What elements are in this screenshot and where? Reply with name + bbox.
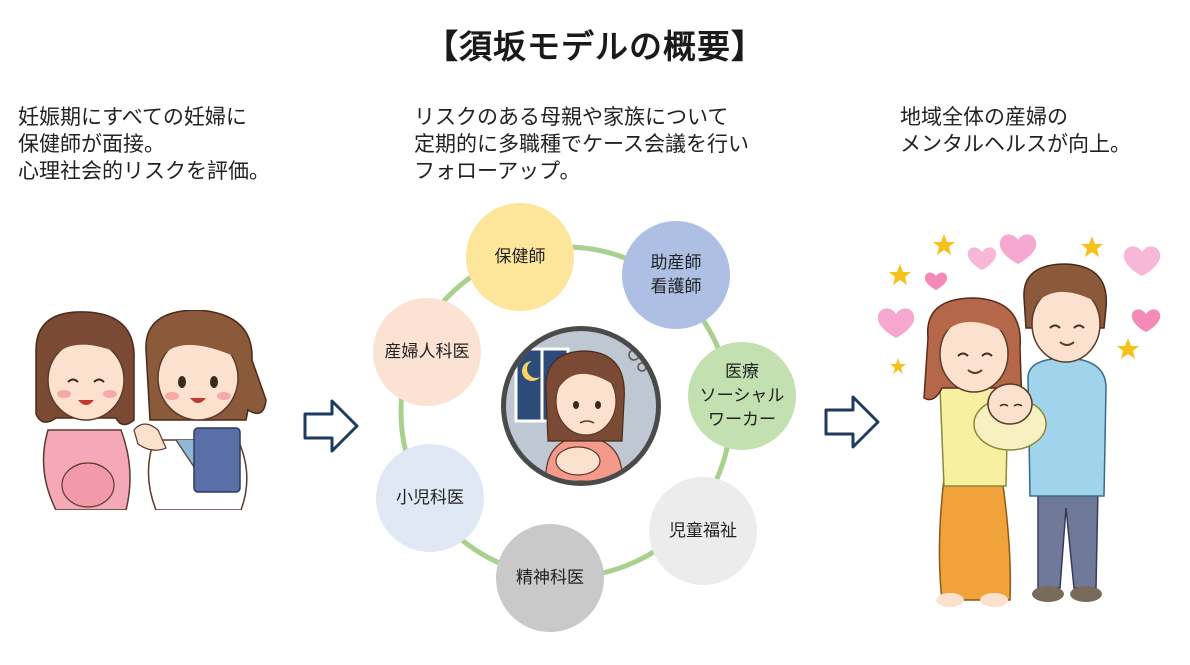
heart-icon <box>1123 246 1161 276</box>
step-2-line: 定期的に多職種でケース会議を行い <box>414 132 749 156</box>
node-label: 小児科医 <box>396 488 464 508</box>
node-label: 産婦人科医 <box>384 342 470 362</box>
heart-icon <box>967 247 997 270</box>
pregnant-woman-illustration <box>35 311 135 510</box>
star-icon <box>1081 236 1103 257</box>
arrow-right-icon <box>303 399 359 453</box>
star-icon <box>1117 338 1139 359</box>
node-midwife-nurse: 助産師 看護師 <box>622 221 730 329</box>
node-child-welfare: 児童福祉 <box>649 477 757 585</box>
father-illustration <box>1023 263 1108 602</box>
node-label: 保健師 <box>494 247 546 267</box>
node-public-health-nurse: 保健師 <box>466 203 574 311</box>
step-3-line: 地域全体の産婦の <box>900 105 1068 129</box>
nurse-illustration <box>133 310 267 510</box>
step-1-line: 保健師が面接。 <box>18 132 165 156</box>
node-label: 助産師 看護師 <box>650 253 702 297</box>
happy-family-illustration <box>878 234 1161 607</box>
node-pediatrician: 小児科医 <box>376 444 484 552</box>
step-3-line: メンタルヘルスが向上。 <box>900 132 1131 156</box>
anxious-mother-illustration <box>501 326 661 486</box>
step-2-line: フォローアップ。 <box>414 159 581 183</box>
node-psychiatrist: 精神科医 <box>496 524 604 632</box>
heart-icon <box>878 308 915 338</box>
step-2-line: リスクのある母親や家族について <box>414 105 729 129</box>
heart-icon <box>924 272 948 290</box>
node-medical-social-worker: 医療 ソーシャル ワーカー <box>688 342 796 450</box>
step-1-line: 心理社会的リスクを評価。 <box>18 159 270 183</box>
node-label: 児童福祉 <box>669 521 737 541</box>
node-label: 医療 ソーシャル ワーカー <box>699 362 785 430</box>
node-obstetrician: 産婦人科医 <box>373 298 481 406</box>
step-2-description: リスクのある母親や家族について 定期的に多職種でケース会議を行い フォローアップ… <box>414 104 749 185</box>
step-1-line: 妊娠期にすべての妊婦に <box>18 105 247 129</box>
baby-illustration <box>973 383 1047 451</box>
heart-icon <box>1131 309 1161 332</box>
arrow-right-icon <box>824 395 880 449</box>
node-label: 精神科医 <box>516 568 584 588</box>
star-icon <box>890 358 906 374</box>
pregnant-woman-and-nurse-illustration <box>35 310 267 510</box>
mother-illustration <box>923 297 1023 607</box>
step-3-description: 地域全体の産婦の メンタルヘルスが向上。 <box>900 104 1131 158</box>
page-title: 【須坂モデルの概要】 <box>425 27 765 66</box>
star-icon <box>889 264 911 285</box>
heart-icon <box>999 234 1037 264</box>
star-icon <box>933 234 955 255</box>
step-1-description: 妊娠期にすべての妊婦に 保健師が面接。 心理社会的リスクを評価。 <box>18 104 270 185</box>
